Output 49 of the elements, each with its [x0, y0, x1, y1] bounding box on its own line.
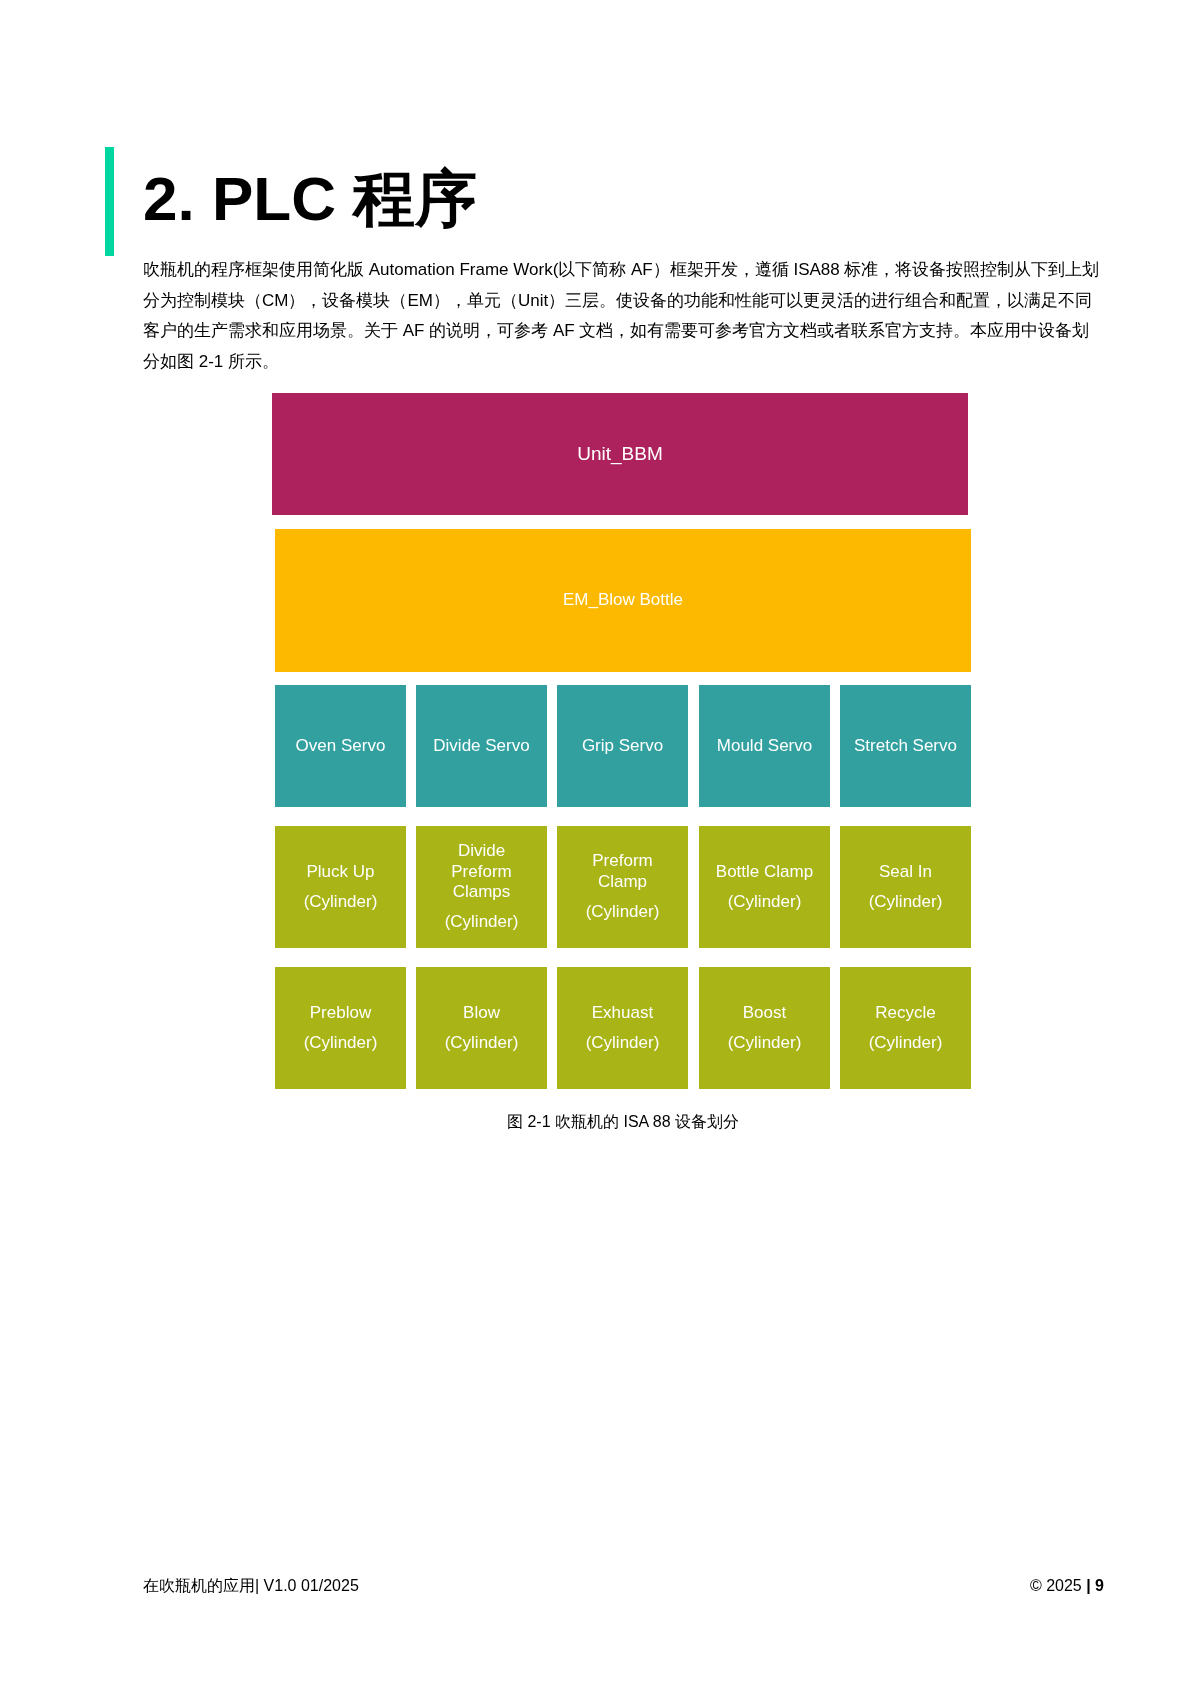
- module-name: Unit_BBM: [577, 442, 663, 466]
- cylinder-tile: [416, 967, 547, 1089]
- module-type: (Cylinder): [727, 892, 802, 913]
- module-type: (Cylinder): [303, 892, 378, 913]
- module-name: Grip Servo: [581, 735, 664, 757]
- module-name: Recycle: [875, 1002, 936, 1023]
- module-name: Bottle Clamp: [715, 861, 814, 882]
- servo-tile: [275, 685, 406, 807]
- cylinder-tile: [699, 967, 830, 1089]
- cylinder-tile: [275, 826, 406, 948]
- cylinder-tile: [557, 967, 688, 1089]
- module-type: (Cylinder): [868, 1033, 943, 1054]
- module-name: EM_Blow Bottle: [563, 590, 683, 611]
- cylinder-tile: [416, 826, 547, 948]
- module-name: Oven Servo: [295, 735, 386, 757]
- cylinder-tile: [275, 967, 406, 1089]
- module-type: (Cylinder): [585, 902, 660, 923]
- module-name: Boost: [742, 1002, 787, 1023]
- servo-tile: [840, 685, 971, 807]
- module-name: Divide Servo: [433, 735, 530, 757]
- servo-tile: [699, 685, 830, 807]
- footer-text: 在吹瓶机的应用| V1.0 01/2025: [143, 1576, 359, 1596]
- figure-caption: 图 2-1 吹瓶机的 ISA 88 设备划分: [505, 1112, 741, 1132]
- module-type: (Cylinder): [444, 912, 519, 933]
- section-heading: 2. PLC 程序: [143, 168, 478, 230]
- cylinder-tile: [557, 826, 688, 948]
- servo-tile: [416, 685, 547, 807]
- equipment-module-band: [275, 529, 971, 672]
- module-type: (Cylinder): [868, 892, 943, 913]
- module-type: (Cylinder): [727, 1033, 802, 1054]
- module-name: Exhuast: [591, 1002, 654, 1023]
- module-type: (Cylinder): [303, 1033, 378, 1054]
- cylinder-tile: [840, 826, 971, 948]
- unit-band: [272, 393, 968, 515]
- cylinder-tile: [699, 826, 830, 948]
- module-name: Blow: [463, 1002, 500, 1023]
- body-paragraph: 吹瓶机的程序框架使用简化版 Automation Frame Work(以下简称 AF）框架开发，遵循 ISA88 标准，将设备按照控制从下到上划分为控制模块（CM），设备模块（EM），单元（Unit）三层。使设备的功能和性能可以更灵活的进行组合和配置，以满足不同客户的生产需求和应用场景。关于 AF 的说明，可参考 AF 文档，如有需要可参考官方文档或者联系官方支持。本应用中设备划分如图 2-1 所示。: [143, 259, 1101, 373]
- footer-copyright: © 2025 | 9: [1029, 1576, 1104, 1596]
- module-name: Preform Clamp: [591, 851, 654, 893]
- module-name: Stretch Servo: [854, 735, 957, 757]
- module-name: Divide Preform Clamps: [450, 841, 513, 903]
- module-name: Preblow: [309, 1002, 372, 1023]
- module-name: Pluck Up: [306, 861, 375, 882]
- cylinder-tile: [840, 967, 971, 1089]
- servo-tile: [557, 685, 688, 807]
- module-name: Seal In: [879, 861, 932, 882]
- module-type: (Cylinder): [585, 1033, 660, 1054]
- module-name: Mould Servo: [716, 735, 813, 757]
- module-type: (Cylinder): [444, 1033, 519, 1054]
